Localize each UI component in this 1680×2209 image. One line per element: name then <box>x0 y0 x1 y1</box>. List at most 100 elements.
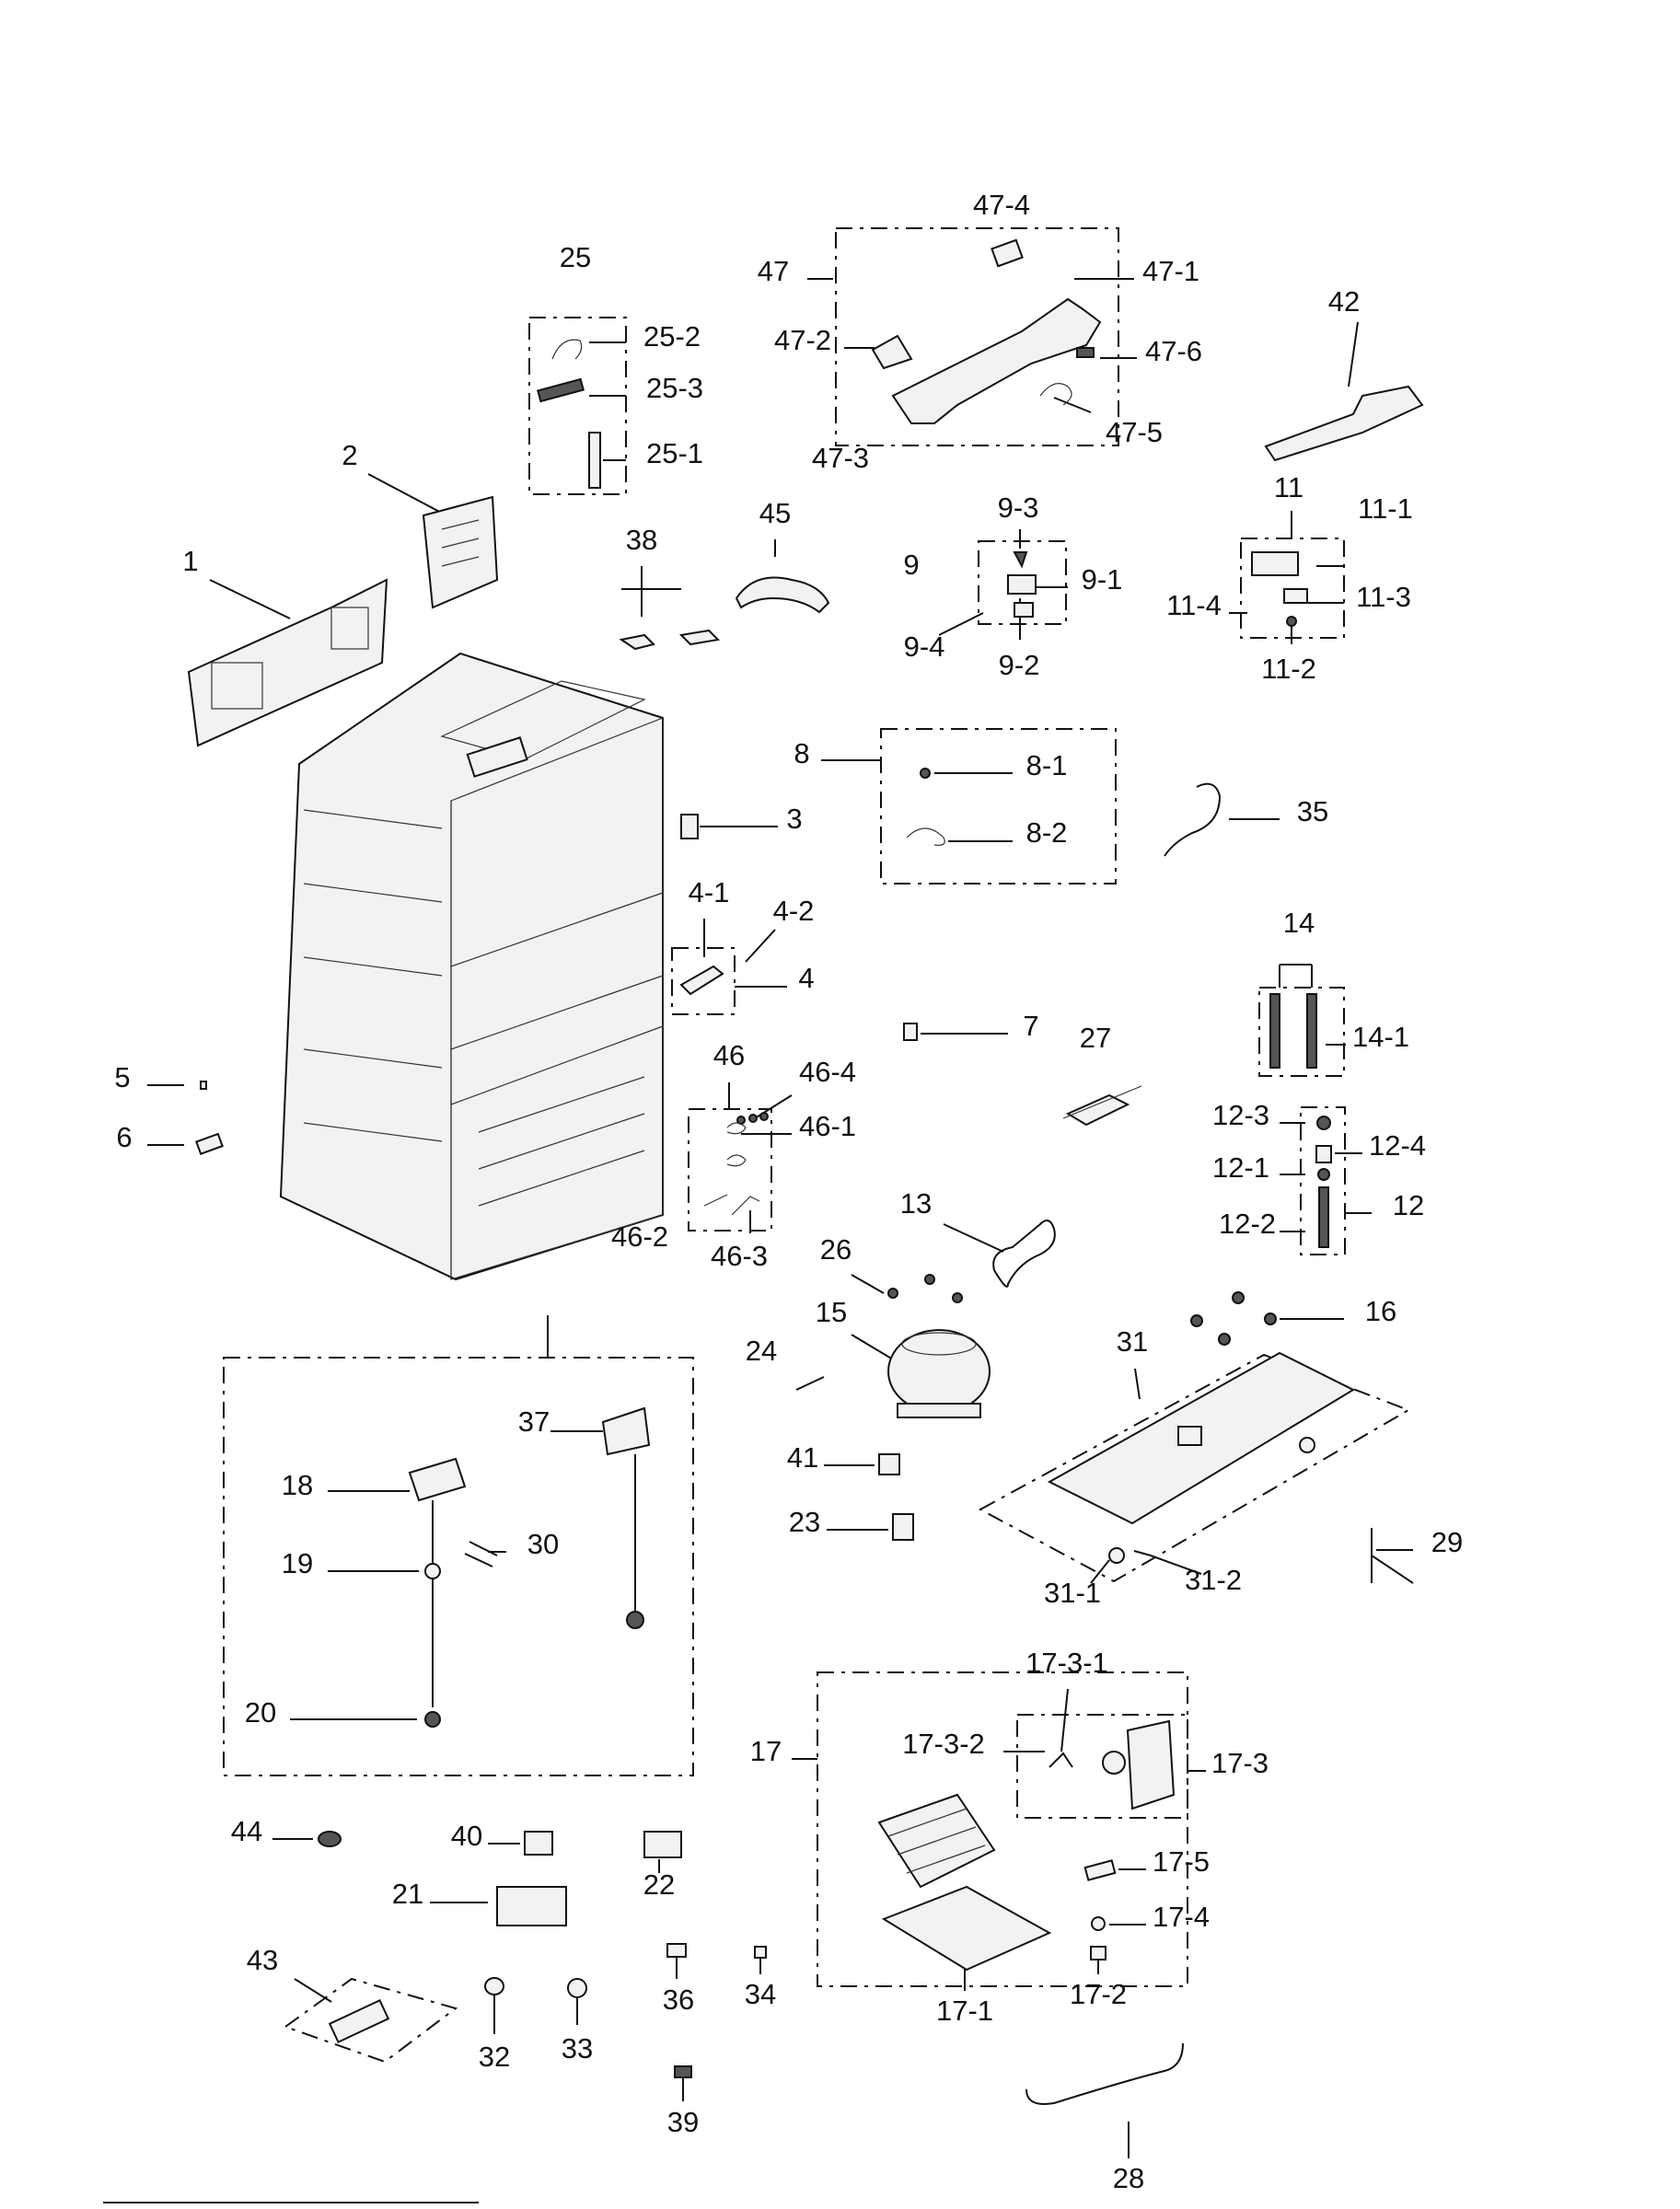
part-label: 9-1 <box>1082 563 1123 596</box>
group-box-17 <box>817 1671 1188 1987</box>
part-25-components <box>537 339 601 489</box>
group-box-9 <box>978 540 1067 625</box>
part-label: 45 <box>759 497 791 529</box>
part-label: 43 <box>247 1944 278 1976</box>
part-43-pcb <box>328 1999 390 2043</box>
part-12-components <box>1315 1116 1332 1248</box>
part-label: 31 <box>1117 1325 1148 1358</box>
part-label: 27 <box>1080 1022 1111 1054</box>
part-44 <box>318 1831 342 1847</box>
part-label: 3 <box>786 803 802 835</box>
part-label: 28 <box>1113 2162 1144 2194</box>
part-38-brackets <box>619 629 721 651</box>
part-label: 25-1 <box>646 437 703 469</box>
group-box-31 <box>978 1353 1411 1583</box>
part-39 <box>674 2065 692 2078</box>
part-4 <box>679 965 724 996</box>
part-label: 30 <box>527 1528 559 1560</box>
part-label: 5 <box>114 1061 130 1093</box>
part-33 <box>567 1978 587 1998</box>
part-16-grommets <box>1190 1291 1277 1346</box>
part-label: 34 <box>745 1978 776 2010</box>
part-label: 12 <box>1393 1189 1424 1221</box>
part-label: 9 <box>903 549 919 581</box>
part-label: 7 <box>1023 1010 1038 1042</box>
part-label: 11-3 <box>1356 581 1411 613</box>
part-35-cord <box>1164 782 1222 857</box>
part-34 <box>754 1946 767 1959</box>
part-18-hinge <box>408 1457 467 1707</box>
part-36 <box>666 1943 687 1958</box>
part-21-pcb <box>496 1886 567 1926</box>
group-box-25 <box>528 317 627 495</box>
part-label: 20 <box>245 1696 276 1729</box>
part-cabinet <box>279 652 664 1281</box>
part-23 <box>892 1513 914 1541</box>
part-label: 32 <box>479 2041 510 2073</box>
part-label: 6 <box>116 1121 132 1153</box>
part-label: 47-4 <box>973 189 1030 221</box>
part-label: 25-3 <box>646 372 703 404</box>
part-9-components <box>1007 551 1037 618</box>
part-label: 15 <box>816 1296 847 1328</box>
group-box-12 <box>1300 1106 1346 1255</box>
group-box-hinge-parts <box>223 1357 694 1776</box>
part-label: 31-1 <box>1044 1577 1101 1609</box>
group-box-46 <box>688 1108 772 1232</box>
part-label: 47-2 <box>774 324 831 356</box>
part-label: 17-5 <box>1153 1845 1210 1878</box>
part-label: 9-3 <box>998 492 1039 524</box>
part-label: 25 <box>560 241 591 273</box>
part-label: 8-2 <box>1026 816 1068 849</box>
part-label: 47-3 <box>812 442 869 474</box>
part-label: 9-2 <box>999 649 1040 681</box>
part-label: 47-5 <box>1106 416 1163 448</box>
part-label: 17 <box>750 1735 782 1767</box>
part-label: 23 <box>789 1506 820 1538</box>
part-label: 14 <box>1283 907 1315 939</box>
part-label: 11-1 <box>1358 492 1413 525</box>
part-6 <box>195 1132 224 1155</box>
part-41 <box>878 1453 900 1475</box>
part-label: 9-4 <box>904 630 945 663</box>
part-47-bracket <box>871 238 1102 424</box>
part-2-panel <box>422 495 499 609</box>
part-label: 46-1 <box>799 1110 856 1142</box>
part-label: 29 <box>1431 1526 1463 1558</box>
part-label: 25-2 <box>643 320 701 353</box>
part-label: 46 <box>713 1039 745 1071</box>
part-label: 8-1 <box>1026 749 1068 781</box>
part-label: 44 <box>231 1815 262 1847</box>
part-label: 31-2 <box>1185 1564 1242 1596</box>
part-label: 16 <box>1365 1295 1396 1327</box>
part-17-components <box>877 1719 1176 1972</box>
part-24 <box>795 1376 825 1391</box>
part-37-hinge <box>601 1406 651 1629</box>
part-label: 46-2 <box>611 1220 668 1253</box>
part-5 <box>200 1081 207 1090</box>
part-label: 35 <box>1297 795 1328 827</box>
group-box-17-3 <box>1016 1714 1188 1819</box>
group-box-47 <box>835 227 1119 446</box>
part-label: 11-4 <box>1166 589 1222 621</box>
part-45 <box>735 576 830 614</box>
group-box-4 <box>671 947 736 1015</box>
group-box-43 <box>283 1977 458 2064</box>
part-label: 38 <box>626 524 657 556</box>
part-label: 4-2 <box>773 895 815 927</box>
part-label: 11-2 <box>1261 653 1316 685</box>
part-label: 39 <box>667 2106 699 2138</box>
part-13-tube <box>992 1220 1056 1288</box>
part-label: 4 <box>798 962 814 994</box>
part-label: 14-1 <box>1352 1021 1409 1053</box>
part-46-components <box>703 1112 769 1216</box>
part-28-harness <box>1025 2042 1184 2105</box>
leader-lines <box>147 278 1413 2158</box>
part-32 <box>484 1977 504 1995</box>
part-26-screws <box>887 1274 963 1303</box>
part-31-1 <box>1108 1547 1125 1564</box>
part-7 <box>903 1023 918 1041</box>
part-label: 1 <box>182 545 198 577</box>
part-label: 17-3-2 <box>902 1728 985 1760</box>
